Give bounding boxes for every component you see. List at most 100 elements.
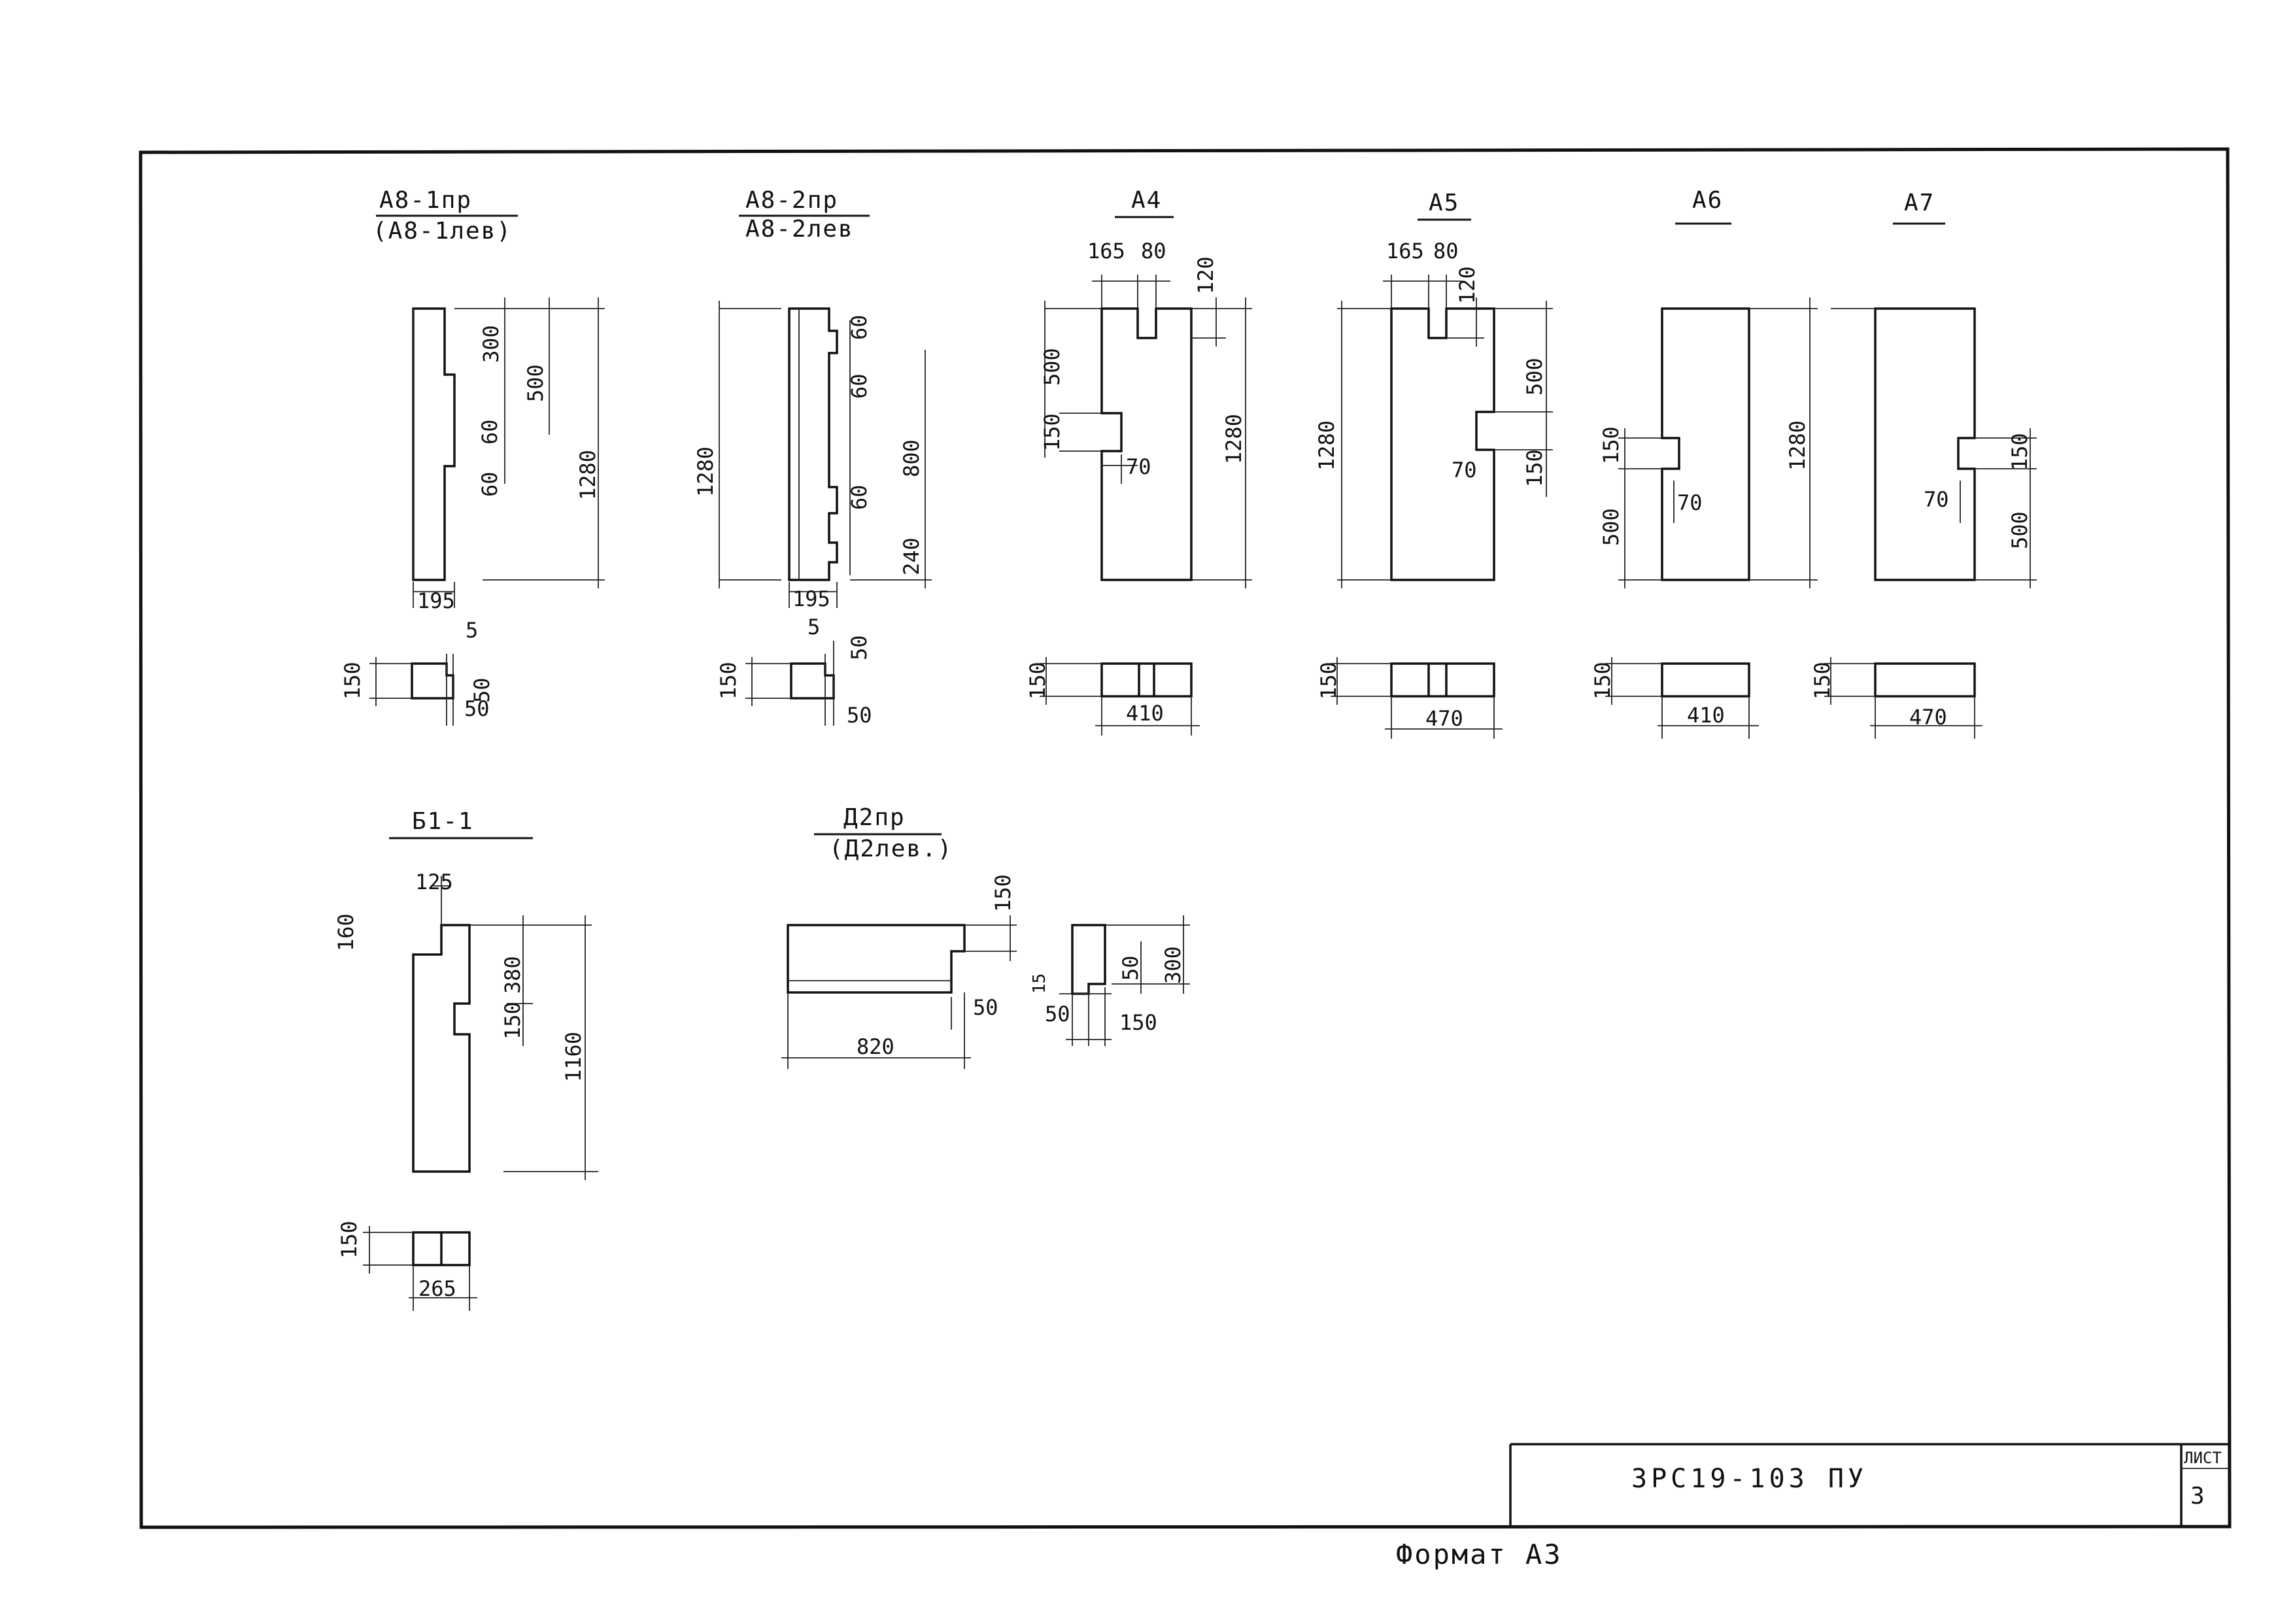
- d2-sec-15: 15: [1030, 973, 1049, 994]
- a8-1-dim-60a: 60: [477, 419, 502, 445]
- a6-section: [1661, 662, 1750, 698]
- part-a5-title: А5: [1429, 190, 1459, 216]
- a7-dim-70: 70: [1924, 487, 1949, 512]
- sheet-label: ЛИСТ: [2184, 1449, 2222, 1467]
- a8-1-dim-195: 195: [417, 588, 455, 613]
- a7-dim-150: 150: [2007, 433, 2032, 471]
- a5-dim-1280: 1280: [1314, 420, 1339, 471]
- a8-1-elevation: [412, 307, 456, 581]
- sheet-frame: [139, 147, 2232, 1529]
- a4-elevation: [1100, 307, 1193, 581]
- part-d2: Д2пр (Д2лев.) 150 50 820 50 300 15 50 15…: [781, 804, 1190, 1069]
- a8-2-sec-50b: 50: [847, 703, 872, 728]
- part-a7-title: А7: [1904, 190, 1935, 216]
- d2-elevation: [787, 924, 966, 994]
- d2-sec-50b: 50: [1045, 1002, 1070, 1026]
- a5-dim-120: 120: [1455, 266, 1480, 304]
- b1-1-dim-1160: 1160: [561, 1032, 586, 1082]
- part-b1-1-title: Б1-1: [412, 808, 474, 835]
- b1-1-dim-265: 265: [418, 1276, 456, 1301]
- b1-1-dim-150: 150: [500, 1002, 525, 1040]
- part-a8-2-subtitle: А8-2лев: [745, 216, 854, 243]
- a8-1-sec-150: 150: [340, 662, 365, 700]
- a8-2-dim-195: 195: [792, 586, 830, 611]
- a8-2-dim-60b: 60: [847, 373, 872, 399]
- a5-dim-70: 70: [1452, 458, 1477, 482]
- d2-section: [1071, 924, 1106, 995]
- a8-2-sec-150: 150: [716, 662, 741, 700]
- a8-1-dim-300: 300: [479, 325, 503, 363]
- part-a6-title: А6: [1692, 187, 1723, 214]
- a8-1-sec-50a: 50: [469, 677, 494, 703]
- part-d2-subtitle: (Д2лев.): [829, 836, 953, 862]
- a8-2-sec-50a: 50: [847, 635, 872, 660]
- part-a8-1-subtitle: (А8-1лев): [373, 218, 512, 245]
- part-a8-2: А8-2пр А8-2лев 1280 60 60 60 800 240 195…: [693, 187, 932, 728]
- a8-1-dim-500: 500: [523, 364, 548, 402]
- part-a4-title: А4: [1131, 187, 1162, 214]
- part-a8-1-title: А8-1пр: [379, 187, 472, 214]
- a5-dim-470: 470: [1425, 706, 1463, 731]
- a8-2-elevation: [788, 307, 838, 581]
- a4-dim-120: 120: [1193, 256, 1218, 294]
- a7-sec-150: 150: [1810, 662, 1835, 700]
- a6-sec-150: 150: [1590, 662, 1615, 700]
- a8-2-dim-240: 240: [899, 537, 924, 575]
- a8-2-sec-5: 5: [808, 615, 820, 639]
- b1-1-dim-380: 380: [500, 956, 525, 994]
- b1-1-sec-150: 150: [337, 1221, 362, 1259]
- part-a7: А7 150 500 70 150 470: [1810, 190, 2037, 739]
- a6-dim-500: 500: [1599, 508, 1624, 546]
- a7-elevation: [1874, 307, 1976, 581]
- d2-dim-50: 50: [973, 995, 998, 1020]
- a8-2-dim-800: 800: [899, 439, 924, 477]
- a4-dim-165: 165: [1087, 239, 1125, 263]
- a5-dim-80: 80: [1433, 239, 1459, 263]
- d2-dim-820: 820: [857, 1034, 894, 1059]
- a8-2-dim-60a: 60: [847, 314, 872, 340]
- a5-sec-150: 150: [1316, 662, 1341, 700]
- d2-sec-300: 300: [1161, 946, 1185, 984]
- a8-1-sec-5: 5: [466, 618, 478, 643]
- a5-elevation: [1390, 307, 1495, 581]
- a6-dim-410: 410: [1687, 703, 1725, 728]
- a4-dim-1280: 1280: [1221, 414, 1246, 464]
- a5-dim-165: 165: [1386, 239, 1424, 263]
- a4-dim-70: 70: [1126, 454, 1151, 479]
- part-d2-title: Д2пр: [843, 804, 906, 831]
- b1-1-dim-125: 125: [415, 870, 453, 894]
- a4-dim-150: 150: [1040, 413, 1064, 451]
- part-a6: А6 150 500 70 1280 150 410: [1590, 187, 1818, 739]
- a4-dim-410: 410: [1126, 701, 1164, 726]
- a7-dim-500: 500: [2007, 511, 2032, 549]
- sheet-number: 3: [2190, 1483, 2206, 1510]
- part-a8-1: А8-1пр (А8-1лев) 300 500 60 60 1280 195 …: [340, 187, 605, 726]
- d2-sec-50a: 50: [1118, 955, 1143, 981]
- a7-dim-470: 470: [1909, 705, 1947, 730]
- b1-1-dim-160: 160: [333, 913, 358, 951]
- format-caption: Формат А3: [1396, 1538, 1563, 1570]
- a7-section: [1874, 662, 1976, 698]
- drawing-code: 3РС19-103 ПУ: [1631, 1464, 1867, 1494]
- a5-section: [1390, 662, 1495, 698]
- a8-1-dim-1280: 1280: [575, 450, 600, 500]
- d2-sec-150: 150: [1119, 1010, 1157, 1035]
- a8-2-section: [790, 662, 835, 700]
- a6-elevation: [1661, 307, 1750, 581]
- a6-dim-1280: 1280: [1785, 420, 1810, 471]
- a5-dim-150: 150: [1522, 449, 1547, 487]
- a4-dim-80: 80: [1141, 239, 1166, 263]
- a6-dim-70: 70: [1677, 490, 1703, 515]
- b1-1-elevation: [412, 924, 471, 1173]
- a4-dim-500: 500: [1040, 348, 1064, 386]
- title-block: 3РС19-103 ПУ ЛИСТ 3: [1509, 1443, 2230, 1527]
- a8-2-dim-60c: 60: [847, 484, 872, 510]
- a8-1-dim-60b: 60: [477, 471, 502, 497]
- a4-sec-150: 150: [1025, 662, 1050, 700]
- a5-dim-500: 500: [1522, 358, 1547, 396]
- part-b1-1: Б1-1 125 160 380 150 1160 150 265: [333, 808, 598, 1311]
- d2-dim-150: 150: [991, 874, 1015, 912]
- part-a5: А5 165 80 120 500 150 70 1280 150 470: [1314, 190, 1553, 739]
- part-a8-2-title: А8-2пр: [745, 187, 838, 214]
